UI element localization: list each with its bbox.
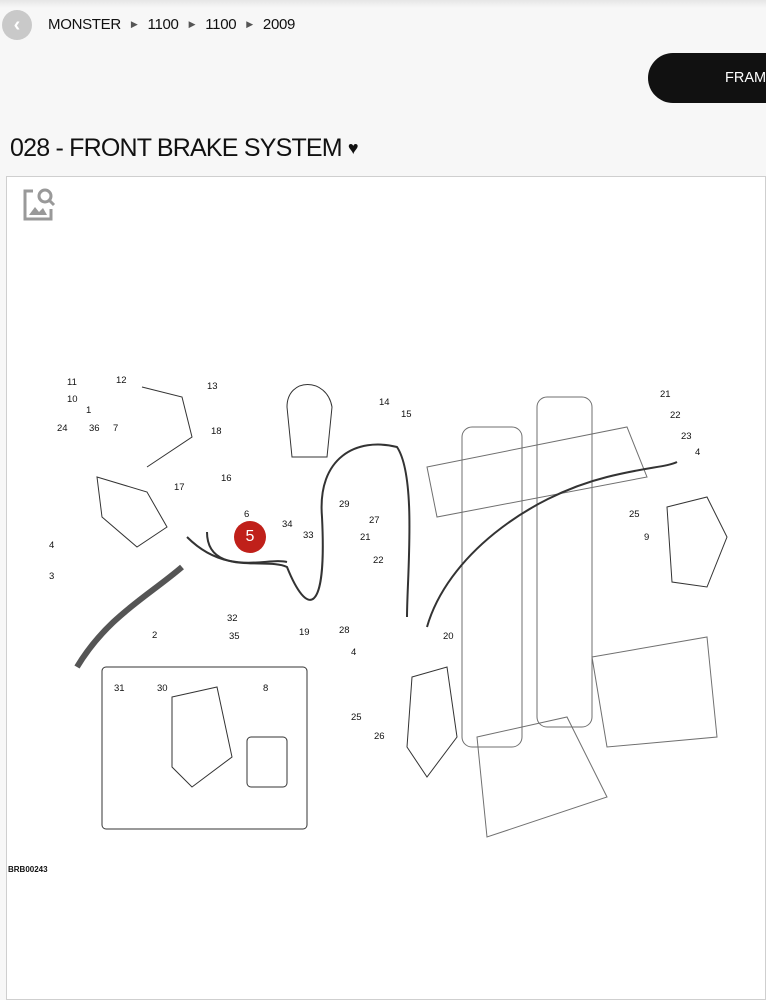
- page-title-text: 028 - FRONT BRAKE SYSTEM: [10, 134, 343, 162]
- master-cylinder-lever: [74, 384, 333, 669]
- callout[interactable]: 25: [351, 712, 362, 723]
- callout[interactable]: 17: [174, 482, 185, 493]
- caret-right-icon: ▶: [130, 19, 138, 29]
- callout[interactable]: 4: [49, 540, 55, 551]
- diagram-code: BRB00243: [8, 865, 48, 874]
- heart-icon[interactable]: ♥: [347, 138, 359, 158]
- breadcrumb-item[interactable]: 1100: [147, 16, 179, 33]
- callout[interactable]: 13: [207, 381, 218, 392]
- page-title[interactable]: 028 - FRONT BRAKE SYSTEM♥: [10, 134, 359, 163]
- frame-button[interactable]: FRAM: [648, 53, 766, 103]
- frame-button-label: FRAM: [725, 70, 766, 86]
- callout[interactable]: 24: [57, 423, 68, 434]
- callout[interactable]: 21: [360, 532, 371, 543]
- callout[interactable]: 35: [229, 631, 240, 642]
- callout[interactable]: 23: [681, 431, 692, 442]
- callout[interactable]: 9: [644, 532, 650, 543]
- callout[interactable]: 11: [67, 377, 77, 388]
- callout[interactable]: 6: [244, 509, 250, 520]
- brake-hoses: [186, 443, 678, 628]
- callout[interactable]: 2: [152, 630, 158, 641]
- callout[interactable]: 16: [221, 473, 232, 484]
- callout[interactable]: 21: [660, 389, 671, 400]
- breadcrumb-item[interactable]: 2009: [262, 16, 296, 33]
- callout[interactable]: 3: [49, 571, 55, 582]
- caret-right-icon: ▶: [246, 19, 253, 29]
- callout[interactable]: 22: [373, 555, 384, 566]
- callout[interactable]: 1: [86, 405, 92, 416]
- highlighted-part-marker[interactable]: 5: [234, 521, 266, 553]
- callout[interactable]: 18: [211, 426, 222, 437]
- callout[interactable]: 14: [379, 397, 390, 408]
- inset-box: [101, 666, 308, 830]
- breadcrumb-item[interactable]: MONSTER: [48, 16, 121, 33]
- callout[interactable]: 15: [401, 409, 412, 420]
- calipers: [406, 496, 728, 778]
- callout[interactable]: 7: [113, 423, 119, 434]
- image-zoom-icon[interactable]: [19, 185, 59, 225]
- callout[interactable]: 32: [227, 613, 238, 624]
- caret-right-icon: ▶: [188, 19, 196, 29]
- breadcrumb-item[interactable]: 1100: [205, 16, 237, 33]
- callout[interactable]: 8: [263, 683, 269, 694]
- callout[interactable]: 4: [351, 647, 357, 658]
- callout[interactable]: 22: [670, 410, 681, 421]
- back-button[interactable]: ‹: [2, 10, 32, 40]
- callout[interactable]: 31: [114, 683, 125, 694]
- callout[interactable]: 20: [443, 631, 454, 642]
- diagram-panel: 5 BRB00243 11 12 13 14 15 10 1 24 36 7 1…: [6, 176, 766, 1000]
- callout[interactable]: 36: [89, 423, 100, 434]
- breadcrumb: MONSTER ▶ 1100 ▶ 1100 ▶ 2009: [48, 16, 295, 33]
- callout[interactable]: 25: [629, 509, 640, 520]
- callout[interactable]: 26: [374, 731, 385, 742]
- fork-assembly: [426, 396, 718, 838]
- callout[interactable]: 30: [157, 683, 168, 694]
- callout[interactable]: 33: [303, 530, 314, 541]
- callout[interactable]: 10: [67, 394, 78, 405]
- chevron-left-icon: ‹: [13, 14, 21, 36]
- callout[interactable]: 28: [339, 625, 350, 636]
- top-shade: [0, 0, 766, 8]
- callout[interactable]: 27: [369, 515, 380, 526]
- callout[interactable]: 4: [695, 447, 701, 458]
- callout[interactable]: 12: [116, 375, 127, 386]
- callout[interactable]: 19: [299, 627, 310, 638]
- callout[interactable]: 29: [339, 499, 350, 510]
- exploded-parts-diagram: [74, 384, 728, 838]
- callout[interactable]: 34: [282, 519, 293, 530]
